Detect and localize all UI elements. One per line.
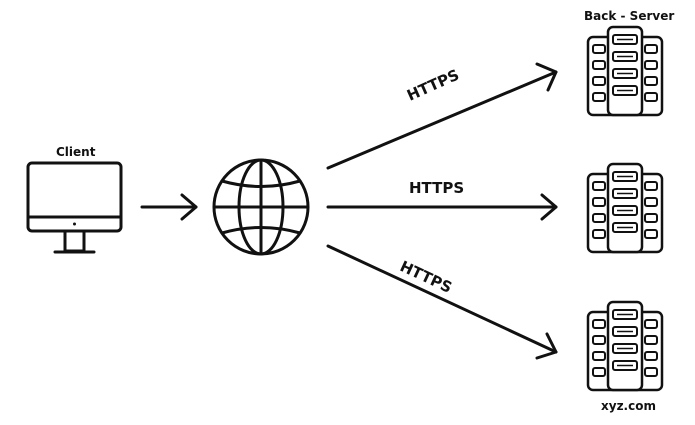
domain-label: xyz.com (601, 399, 656, 413)
arrow-to-server-middle (326, 193, 558, 221)
client-label: Client (56, 145, 96, 159)
globe-icon (212, 158, 310, 256)
https-label-middle: HTTPS (409, 179, 465, 197)
server-rack-icon (586, 25, 664, 117)
back-server-label: Back - Server (584, 9, 675, 23)
server-rack-icon (586, 300, 664, 392)
server-rack-icon (586, 162, 664, 254)
arrow-to-server-top (326, 62, 558, 170)
monitor-icon (26, 161, 123, 254)
arrow-client-to-internet (140, 193, 198, 221)
arrow-to-server-bottom (326, 244, 558, 360)
